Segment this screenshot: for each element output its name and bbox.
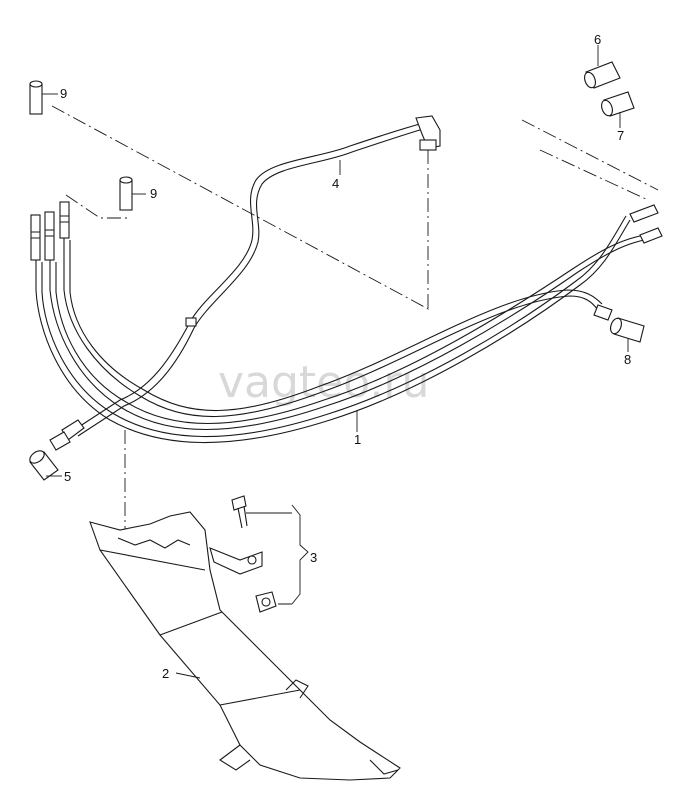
callout-3: 3 — [310, 550, 317, 565]
callout-2: 2 — [162, 666, 169, 681]
vent-line-connector — [49, 419, 85, 451]
hose-7 — [601, 91, 635, 117]
callout-8: 8 — [624, 352, 631, 367]
hose-5 — [29, 450, 59, 481]
fuel-line-bundle — [35, 215, 645, 444]
right-pipe-ends — [593, 204, 663, 321]
hose-9-upper — [29, 80, 43, 115]
callout-labels: 1 2 3 4 5 6 7 8 9 9 — [60, 32, 631, 681]
callout-4: 4 — [332, 176, 339, 191]
left-pipe-ends — [30, 201, 70, 261]
watermark-text: vagteo.ru — [218, 357, 429, 408]
bolt-fastener — [231, 495, 248, 529]
callout-9-upper: 9 — [60, 86, 67, 101]
nut-fastener — [255, 591, 277, 613]
alignment-lines — [51, 105, 659, 535]
guard-bracket — [89, 511, 401, 781]
callout-7: 7 — [617, 128, 624, 143]
vent-line — [73, 115, 441, 437]
hose-8 — [610, 317, 645, 343]
callout-1: 1 — [354, 432, 361, 447]
callout-5: 5 — [64, 469, 71, 484]
hose-9-lower — [119, 176, 133, 211]
leader-lines — [42, 45, 629, 679]
hose-6 — [584, 61, 621, 89]
callout-9-lower: 9 — [150, 186, 157, 201]
callout-6: 6 — [594, 32, 601, 47]
